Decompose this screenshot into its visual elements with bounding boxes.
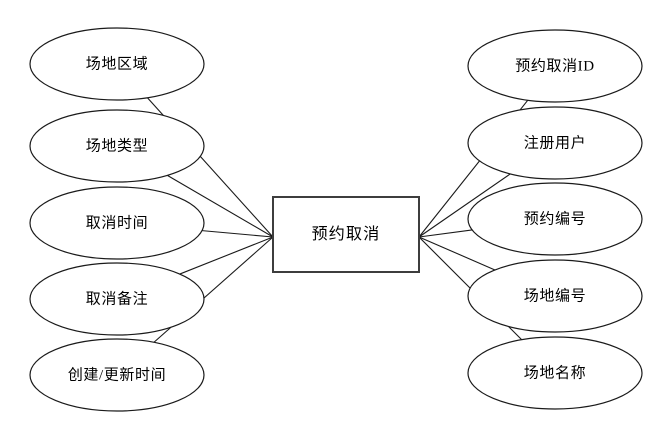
attribute-node-right-4[interactable]: 场地编号 bbox=[467, 259, 643, 333]
attribute-node-left-2[interactable]: 场地类型 bbox=[29, 109, 205, 183]
connector-left-2 bbox=[167, 174, 274, 238]
attribute-ellipse[interactable] bbox=[467, 182, 643, 256]
attribute-node-right-2[interactable]: 注册用户 bbox=[467, 106, 643, 180]
connector-left-4 bbox=[179, 236, 274, 275]
entity-node-group[interactable]: 预约取消 bbox=[272, 196, 420, 273]
attribute-label: 场地区域 bbox=[86, 55, 148, 72]
attribute-label: 预约取消ID bbox=[515, 57, 594, 74]
connector-right-2 bbox=[418, 173, 511, 238]
attribute-label: 创建/更新时间 bbox=[68, 366, 166, 383]
attribute-label: 场地名称 bbox=[524, 364, 586, 381]
attribute-node-right-1[interactable]: 预约取消ID bbox=[467, 29, 643, 103]
connector-right-3 bbox=[418, 229, 473, 238]
attribute-ellipse[interactable] bbox=[29, 109, 205, 183]
attribute-node-left-3[interactable]: 取消时间 bbox=[29, 186, 205, 260]
attribute-label: 预约编号 bbox=[524, 210, 586, 227]
attribute-label: 取消备注 bbox=[86, 290, 148, 307]
entity-rectangle[interactable] bbox=[272, 196, 420, 273]
attribute-node-left-4[interactable]: 取消备注 bbox=[29, 262, 205, 336]
attribute-ellipse[interactable] bbox=[467, 259, 643, 333]
connector-right-4 bbox=[418, 236, 496, 271]
attribute-ellipse[interactable] bbox=[467, 106, 643, 180]
attribute-ellipse[interactable] bbox=[467, 29, 643, 103]
attribute-ellipse[interactable] bbox=[29, 186, 205, 260]
entity-label: 预约取消 bbox=[312, 225, 381, 243]
attribute-label: 场地类型 bbox=[86, 137, 148, 154]
attribute-node-left-1[interactable]: 场地区域 bbox=[29, 27, 205, 101]
attribute-node-right-5[interactable]: 场地名称 bbox=[467, 336, 643, 410]
attribute-node-left-5[interactable]: 创建/更新时间 bbox=[29, 338, 205, 412]
attribute-label: 取消时间 bbox=[86, 214, 148, 231]
connector-left-3 bbox=[201, 230, 274, 238]
attribute-ellipse[interactable] bbox=[29, 27, 205, 101]
attribute-label: 注册用户 bbox=[524, 134, 586, 151]
attribute-node-right-3[interactable]: 预约编号 bbox=[467, 182, 643, 256]
attribute-ellipse[interactable] bbox=[467, 336, 643, 410]
attribute-ellipse[interactable] bbox=[29, 338, 205, 412]
attribute-ellipse[interactable] bbox=[29, 262, 205, 336]
attribute-label: 场地编号 bbox=[524, 287, 586, 304]
